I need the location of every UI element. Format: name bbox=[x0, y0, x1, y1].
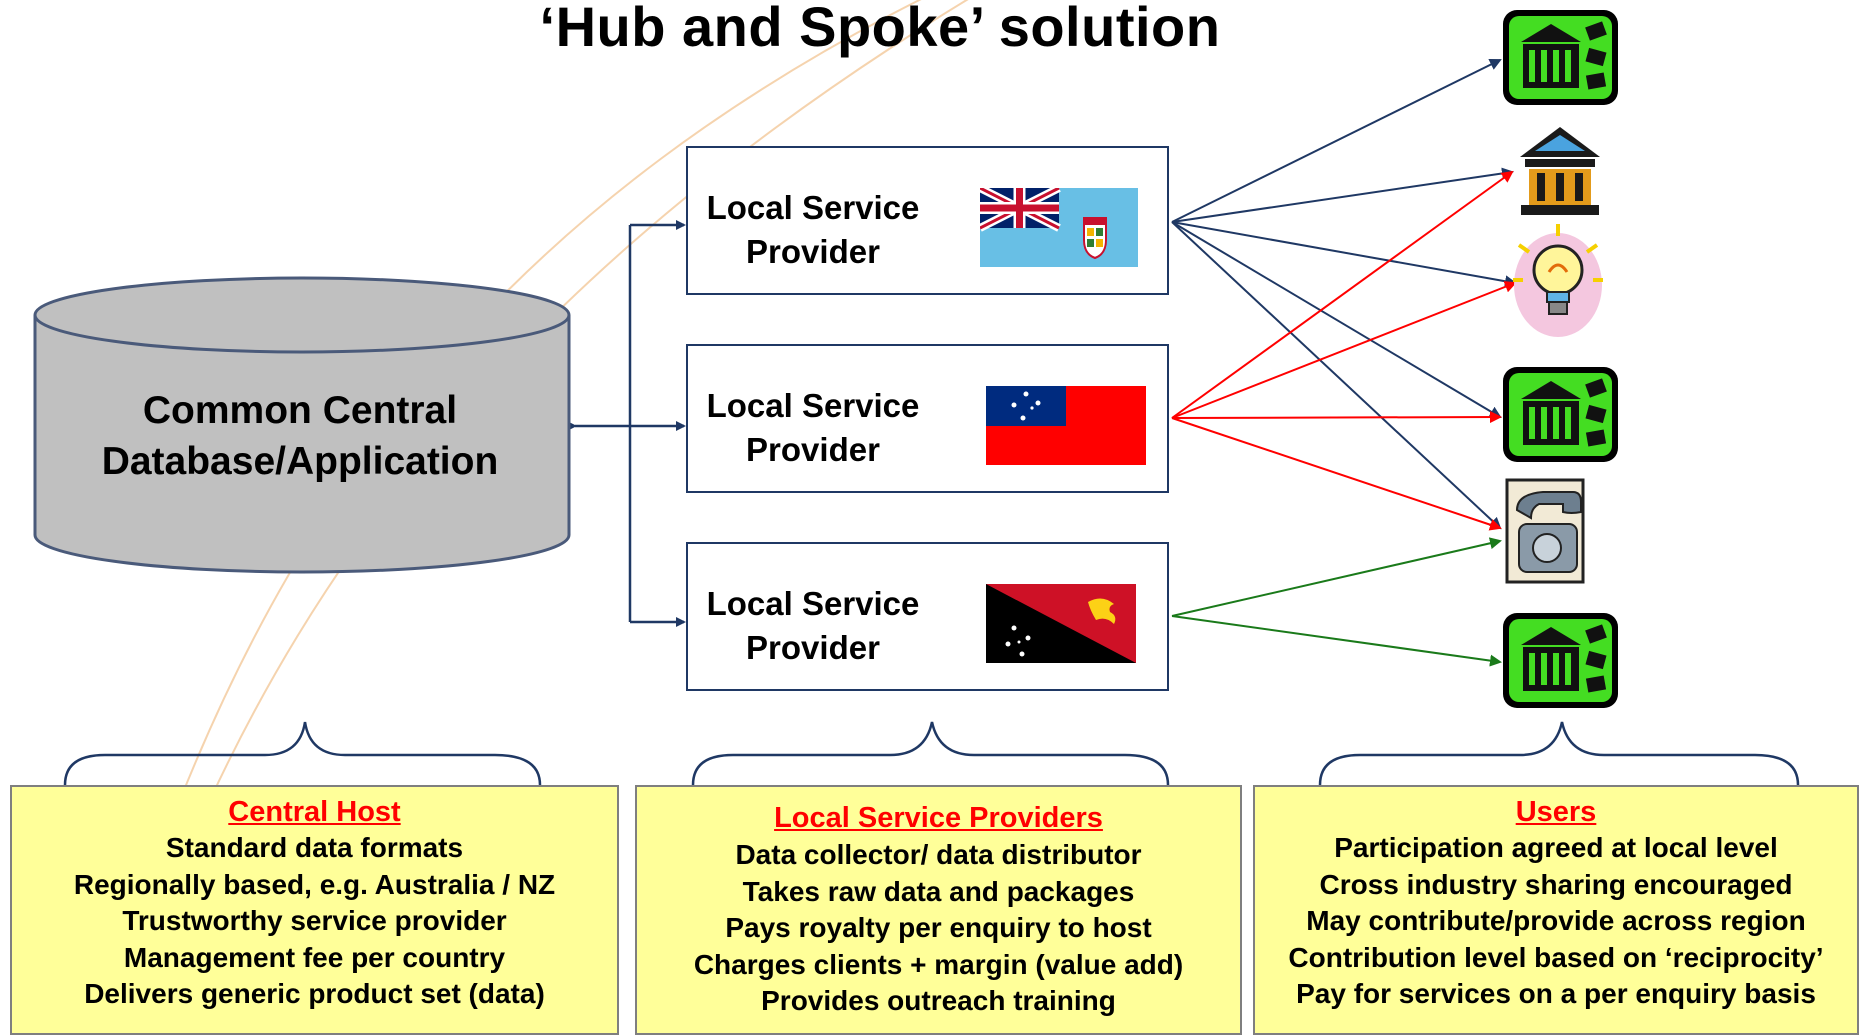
provider-label: Local Service Provider bbox=[698, 582, 928, 670]
local-service-provider-2: Local Service Provider bbox=[686, 344, 1169, 493]
brace-local bbox=[691, 721, 1170, 786]
central-host-line: Standard data formats bbox=[165, 832, 464, 863]
brace-users bbox=[1318, 721, 1800, 786]
provider-label-line2: Provider bbox=[746, 629, 880, 666]
hub-connector bbox=[567, 220, 686, 627]
bank-money-icon bbox=[1503, 367, 1618, 462]
local-service-provider-1: Local Service Provider bbox=[686, 146, 1169, 295]
spokes-provider-3 bbox=[1171, 537, 1502, 667]
provider-label-line1: Local Service bbox=[706, 189, 920, 226]
local-service-provider-3: Local Service Provider bbox=[686, 542, 1169, 691]
central-host-box: Central Host Standard data formats Regio… bbox=[10, 785, 619, 1035]
spokes-provider-1 bbox=[1171, 59, 1517, 530]
user-icons-column bbox=[1503, 10, 1618, 708]
users-box: Users Participation agreed at local leve… bbox=[1253, 785, 1859, 1035]
users-line: Contribution level based on ‘reciprocity… bbox=[1288, 941, 1824, 973]
database-label-line2: Database/Application bbox=[101, 440, 499, 483]
users-line: Cross industry sharing encouraged bbox=[1319, 868, 1793, 900]
central-host-line: Regionally based, e.g. Australia / NZ bbox=[73, 868, 556, 900]
local-providers-lines: Data collector/ data distributor Takes r… bbox=[637, 837, 1240, 1020]
provider-label-line2: Provider bbox=[746, 233, 880, 270]
local-providers-line: Provides outreach training bbox=[761, 985, 1116, 1016]
database-label-line1: Common Central bbox=[142, 389, 458, 432]
users-lines: Participation agreed at local level Cros… bbox=[1255, 830, 1857, 1013]
central-host-line: Delivers generic product set (data) bbox=[84, 978, 545, 1009]
bank-money-icon bbox=[1503, 10, 1618, 105]
users-line: May contribute/provide across region bbox=[1306, 905, 1806, 936]
lightbulb-icon bbox=[1513, 224, 1603, 337]
provider-label-line2: Provider bbox=[746, 431, 880, 468]
database-label: Common Central Database/Application bbox=[40, 385, 560, 487]
local-providers-line: Charges clients + margin (value add) bbox=[693, 948, 1184, 980]
bank-money-icon bbox=[1503, 613, 1618, 708]
telephone-icon bbox=[1505, 478, 1585, 584]
local-providers-line: Data collector/ data distributor bbox=[735, 839, 1142, 870]
local-providers-heading: Local Service Providers bbox=[774, 802, 1103, 834]
bank-building-icon bbox=[1520, 127, 1600, 215]
samoa-flag-icon bbox=[986, 386, 1146, 465]
central-host-lines: Standard data formats Regionally based, … bbox=[12, 830, 617, 1013]
spokes-provider-2 bbox=[1171, 170, 1517, 531]
local-providers-line: Pays royalty per enquiry to host bbox=[725, 912, 1152, 943]
png-flag-icon bbox=[986, 584, 1136, 663]
users-line: Participation agreed at local level bbox=[1334, 832, 1778, 863]
provider-label: Local Service Provider bbox=[698, 186, 928, 274]
central-host-line: Management fee per country bbox=[123, 941, 506, 973]
database-cylinder bbox=[33, 276, 571, 574]
central-host-line: Trustworthy service provider bbox=[122, 905, 507, 936]
central-host-heading: Central Host bbox=[228, 796, 401, 828]
users-heading: Users bbox=[1515, 796, 1597, 828]
provider-label: Local Service Provider bbox=[698, 384, 928, 472]
local-providers-box: Local Service Providers Data collector/ … bbox=[635, 785, 1242, 1035]
page-title: ‘Hub and Spoke’ solution bbox=[539, 0, 1221, 58]
provider-label-line1: Local Service bbox=[706, 387, 920, 424]
brace-central bbox=[63, 721, 542, 786]
provider-label-line1: Local Service bbox=[706, 585, 920, 622]
users-line: Pay for services on a per enquiry basis bbox=[1296, 978, 1816, 1009]
local-providers-line: Takes raw data and packages bbox=[742, 875, 1135, 907]
fiji-flag-icon bbox=[980, 188, 1138, 267]
